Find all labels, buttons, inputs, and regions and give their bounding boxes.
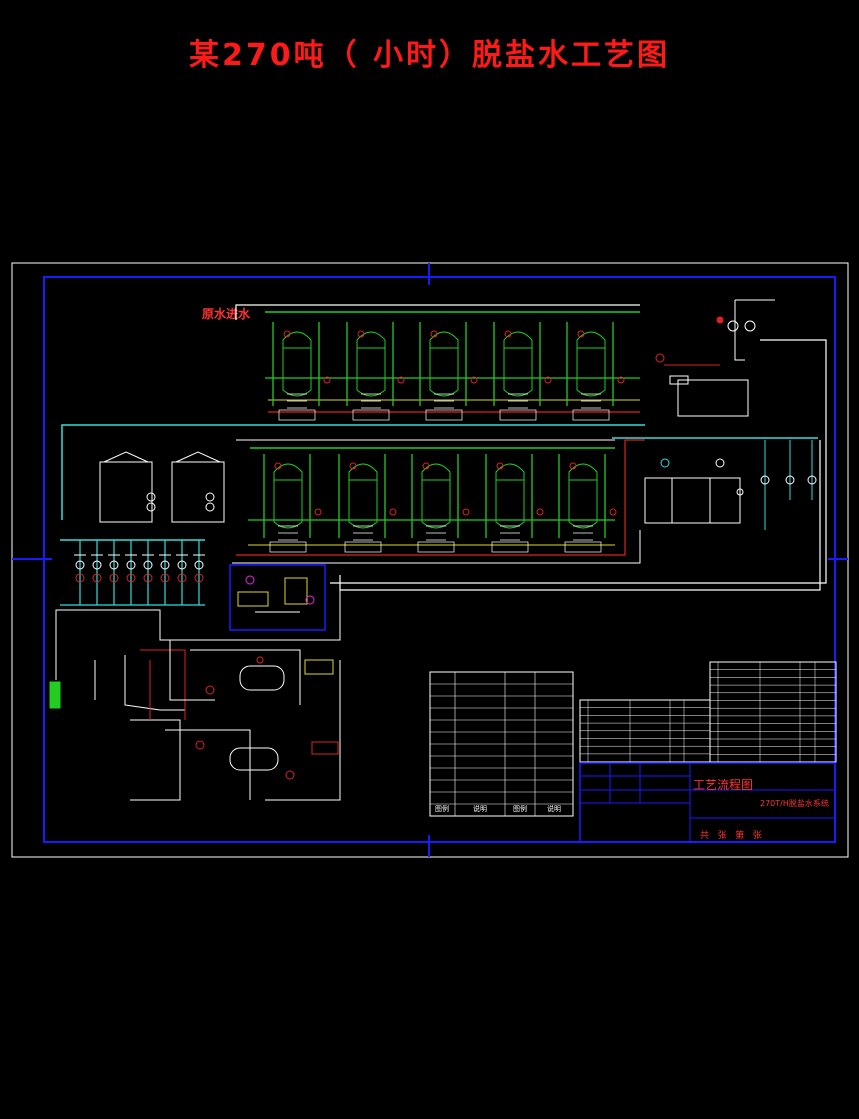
bottom-filter-row — [263, 454, 617, 553]
drawing-name: 工艺流程图 — [693, 777, 753, 792]
pump — [91, 540, 103, 605]
pump — [159, 540, 171, 605]
pump — [125, 540, 137, 605]
filter-vessel — [558, 454, 617, 553]
legend-header-cell: 图例 — [513, 804, 527, 813]
legend-header-cell: 说明 — [473, 804, 487, 813]
filter-vessel — [493, 322, 552, 421]
filter-vessel — [419, 322, 478, 421]
system-name: 270T/H脱盐水系统 — [760, 798, 829, 808]
legend-header-cell: 说明 — [547, 804, 561, 813]
sheet-footer: 共 张 第 张 — [700, 829, 762, 841]
pump — [193, 540, 205, 605]
legend-table: 图例 说明 图例 说明 — [429, 671, 574, 817]
inner-frame — [43, 276, 836, 843]
regeneration-system — [49, 575, 341, 801]
dosing-unit — [229, 564, 326, 631]
top-filter-row — [272, 322, 625, 421]
storage-tanks — [60, 451, 225, 541]
raw-water-inlet-label: 原水进水 — [202, 306, 251, 321]
filter-vessel — [346, 322, 405, 421]
legend-header-cell: 图例 — [435, 804, 449, 813]
filter-vessel — [272, 322, 331, 421]
filter-vessel — [566, 322, 625, 421]
pump — [142, 540, 154, 605]
page-title: 某270吨（ 小时）脱盐水工艺图 — [188, 38, 671, 73]
filter-vessel — [263, 454, 322, 553]
pump — [108, 540, 120, 605]
filter-vessel — [411, 454, 470, 553]
pump-bank — [60, 540, 205, 606]
pump — [176, 540, 188, 605]
equipment-list-table — [579, 661, 837, 763]
intermediate-tank — [644, 440, 817, 530]
equip-border — [709, 661, 837, 763]
filter-vessel — [338, 454, 397, 553]
title-block: 工艺流程图 270T/H脱盐水系统 共 张 第 张 — [579, 762, 836, 843]
filter-vessel — [485, 454, 544, 553]
degasser-unit — [655, 299, 775, 417]
pump — [74, 540, 86, 605]
